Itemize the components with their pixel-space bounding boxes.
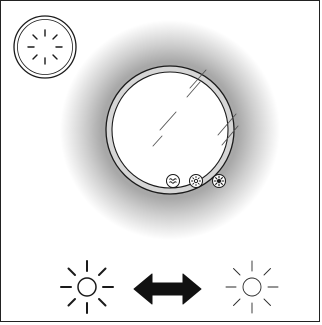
reflection-lines (152, 69, 239, 147)
warm-light-button[interactable] (189, 174, 203, 188)
double-arrow-icon (133, 273, 202, 305)
bright-light-icon (60, 260, 114, 314)
cool-light-icon (213, 175, 225, 187)
cool-light-button[interactable] (212, 174, 226, 188)
dim-light-icon (225, 260, 279, 314)
warm-light-icon (191, 176, 201, 186)
defog-icon (169, 178, 177, 184)
defog-button[interactable] (166, 174, 180, 188)
round-mirror (105, 65, 239, 195)
light-indicator-icon[interactable] (13, 15, 77, 79)
